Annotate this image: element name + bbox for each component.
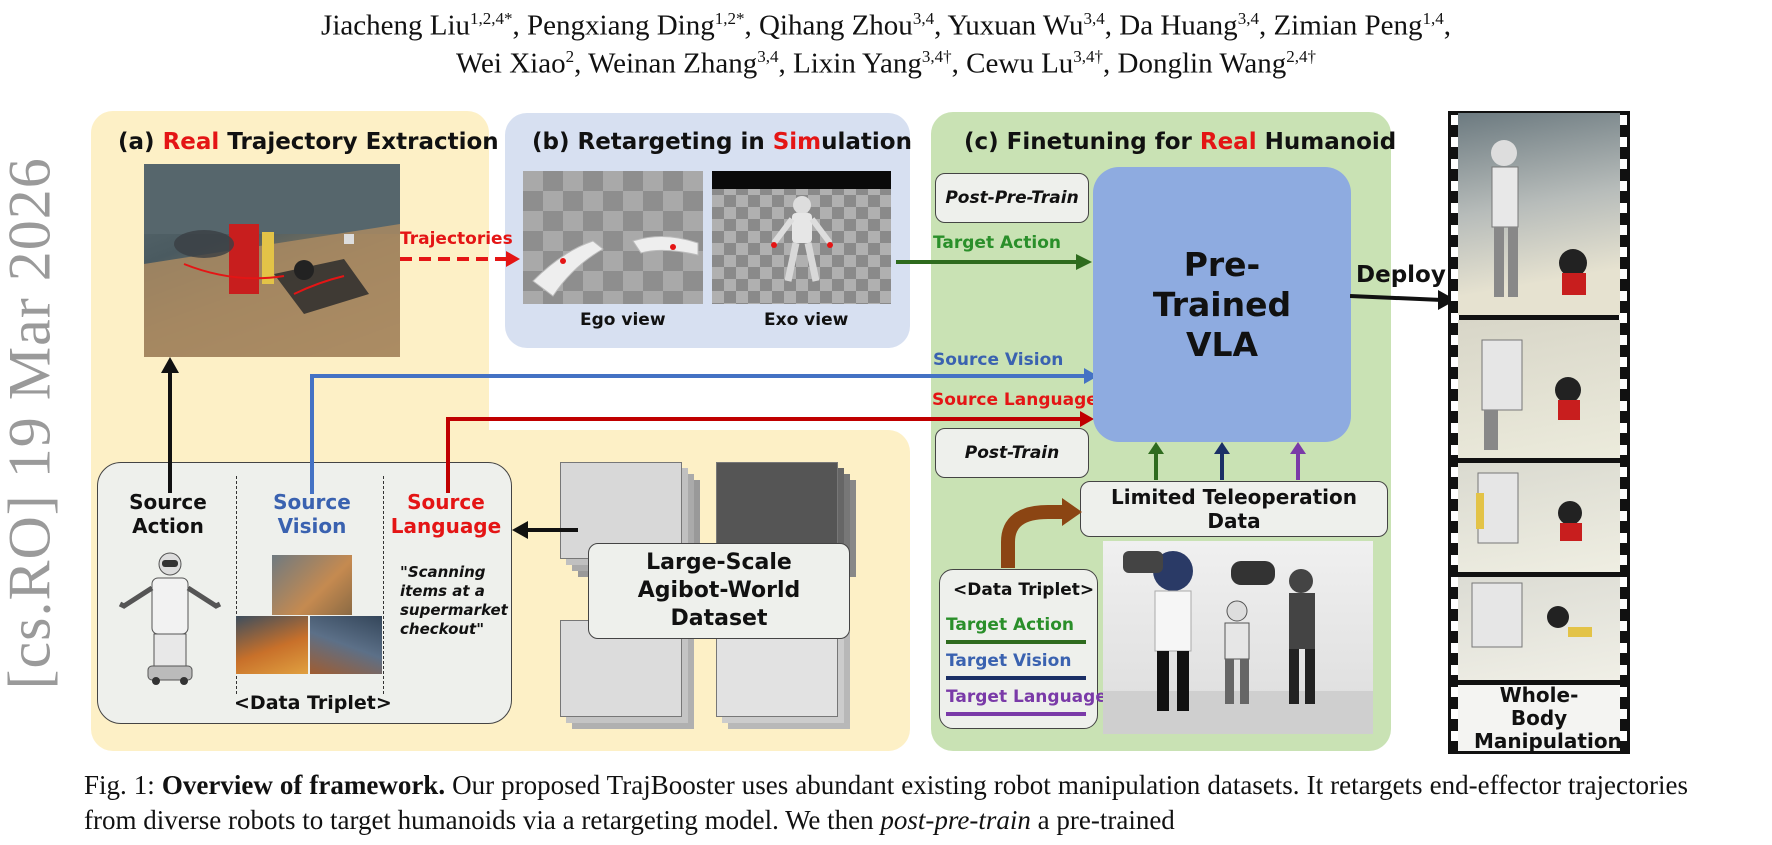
author-affiliation: 2,4† [1286,47,1317,66]
source-action-up-arrow [161,357,179,493]
target-triplet-box [939,569,1098,729]
author-affiliation: 1,4 [1422,9,1444,28]
real-trajectory-photo [144,164,400,357]
dataset-stack-1 [560,462,682,559]
source-action-label: Source Action [129,490,207,538]
dataset-box: Large-Scale Agibot-World Dataset [588,543,850,639]
deploy-frame-3 [1458,463,1620,572]
author-affiliation: 1,2,4* [470,9,513,28]
dataset-to-triplet-arrow [512,521,578,539]
exo-view-label: Exo view [764,310,849,330]
source-vision-right-wrist-image [310,616,382,674]
figure-caption: Fig. 1: Overview of framework. Our propo… [84,770,1688,835]
author-line-1: Jiacheng Liu1,2,4*, Pengxiang Ding1,2*, … [321,9,1451,42]
author-affiliation: 3,4 [757,47,779,66]
source-language-quote: "Scanning items at a supermarket checkou… [400,563,508,638]
deploy-frame-1 [1458,113,1620,315]
whole-body-caption-box: Whole-Body Manipulation [1458,683,1622,752]
target-vision-underline [946,676,1086,680]
source-vision-arrow-label: Source Vision [933,350,1064,370]
triplet-divider-1 [236,476,237,694]
target-action-arrow-label: Target Action [933,233,1061,253]
target-action-arrow [896,254,1092,270]
target-vision-item: Target Vision [946,651,1072,671]
source-robot-illustration [118,552,222,685]
film-sprockets-right [1619,115,1627,750]
pre-trained-vla-box: Pre-Trained VLA [1093,167,1351,442]
target-action-underline [946,640,1086,644]
ego-view-image [523,171,703,304]
trajectories-arrow [400,251,520,267]
ego-view-label: Ego view [580,310,666,330]
author-name: Wei Xiao [455,47,566,80]
source-language-arrow [446,411,1094,493]
author-name: Pengxiang Ding [527,9,715,42]
deploy-label: Deploy [1356,262,1446,288]
author-name: Lixin Yang [793,47,922,80]
author-affiliation: 3,4† [1073,47,1104,66]
source-vision-head-image [272,555,352,615]
panel-b-title: (b) Retargeting in Simulation [532,129,912,155]
author-name: Donglin Wang [1117,47,1287,80]
deploy-frame-4 [1458,577,1620,680]
teleop-to-vla-arrows [1148,442,1306,480]
author-name: Jiacheng Liu [321,9,471,42]
target-action-item: Target Action [946,615,1074,635]
target-language-underline [946,712,1086,716]
author-name: Da Huang [1119,9,1238,42]
author-name: Yuxuan Wu [947,9,1084,42]
data-triplet-left-label: <Data Triplet> [234,692,392,714]
source-vision-label: Source Vision [273,490,351,538]
deploy-arrow [1350,290,1456,310]
author-affiliation: 3,4† [921,47,952,66]
source-language-arrow-label: Source Language [932,390,1098,410]
post-pre-train-box: Post-Pre-Train [935,173,1089,223]
author-name: Weinan Zhang [588,47,758,80]
post-train-box: Post-Train [935,428,1089,478]
author-affiliation: 1,2* [714,9,745,28]
source-language-label: Source Language [390,490,502,538]
author-name: Qihang Zhou [758,9,913,42]
author-name: Zimian Peng [1273,9,1423,42]
target-triplet-title: <Data Triplet> [953,580,1095,600]
panel-c-title: (c) Finetuning for Real Humanoid [964,129,1397,155]
source-vision-arrow [310,368,1098,494]
author-affiliation: 2 [565,47,575,66]
source-vision-left-wrist-image [236,616,308,674]
triplet-to-teleop-arrow [1001,498,1082,568]
arxiv-stamp: [cs.RO] 19 Mar 2026 [0,157,63,690]
exo-view-image [712,171,891,304]
limited-teleoperation-data-box: Limited Teleoperation Data [1080,481,1388,537]
triplet-divider-2 [383,476,384,694]
author-line-2: Wei Xiao2, Weinan Zhang3,4, Lixin Yang3,… [455,47,1317,80]
teleoperation-photo [1103,541,1373,734]
author-affiliation: 3,4 [912,9,935,28]
author-name: Cewu Lu [966,47,1074,80]
trajectories-label: Trajectories [400,229,513,249]
target-language-item: Target Language [946,687,1107,707]
panel-a-title: (a) Real Trajectory Extraction [118,129,499,155]
author-affiliation: 3,4 [1083,9,1105,28]
author-affiliation: 3,4 [1237,9,1259,28]
film-sprockets-left [1451,115,1459,750]
deploy-frame-2 [1458,320,1620,458]
